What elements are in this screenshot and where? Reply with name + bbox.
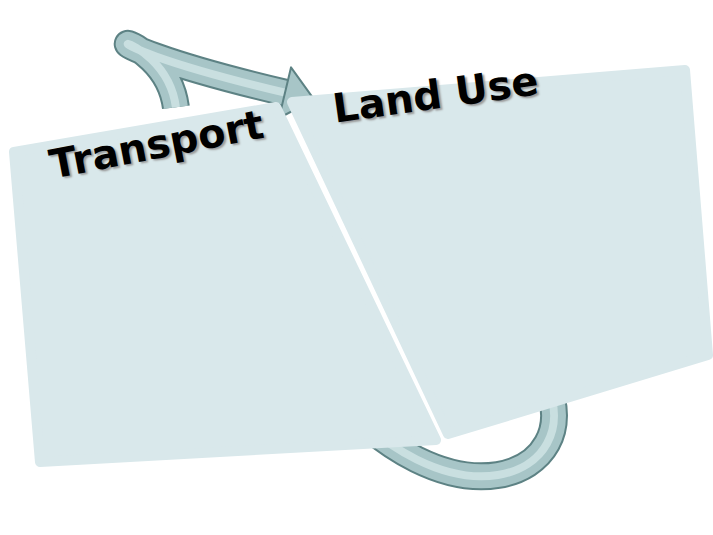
- arrow-outline: [128, 44, 285, 107]
- arrow-highlight: [128, 44, 285, 107]
- cycle-arrow: [128, 44, 314, 118]
- panel-box: Land Use: [285, 68, 713, 438]
- arrow-body: [128, 44, 285, 107]
